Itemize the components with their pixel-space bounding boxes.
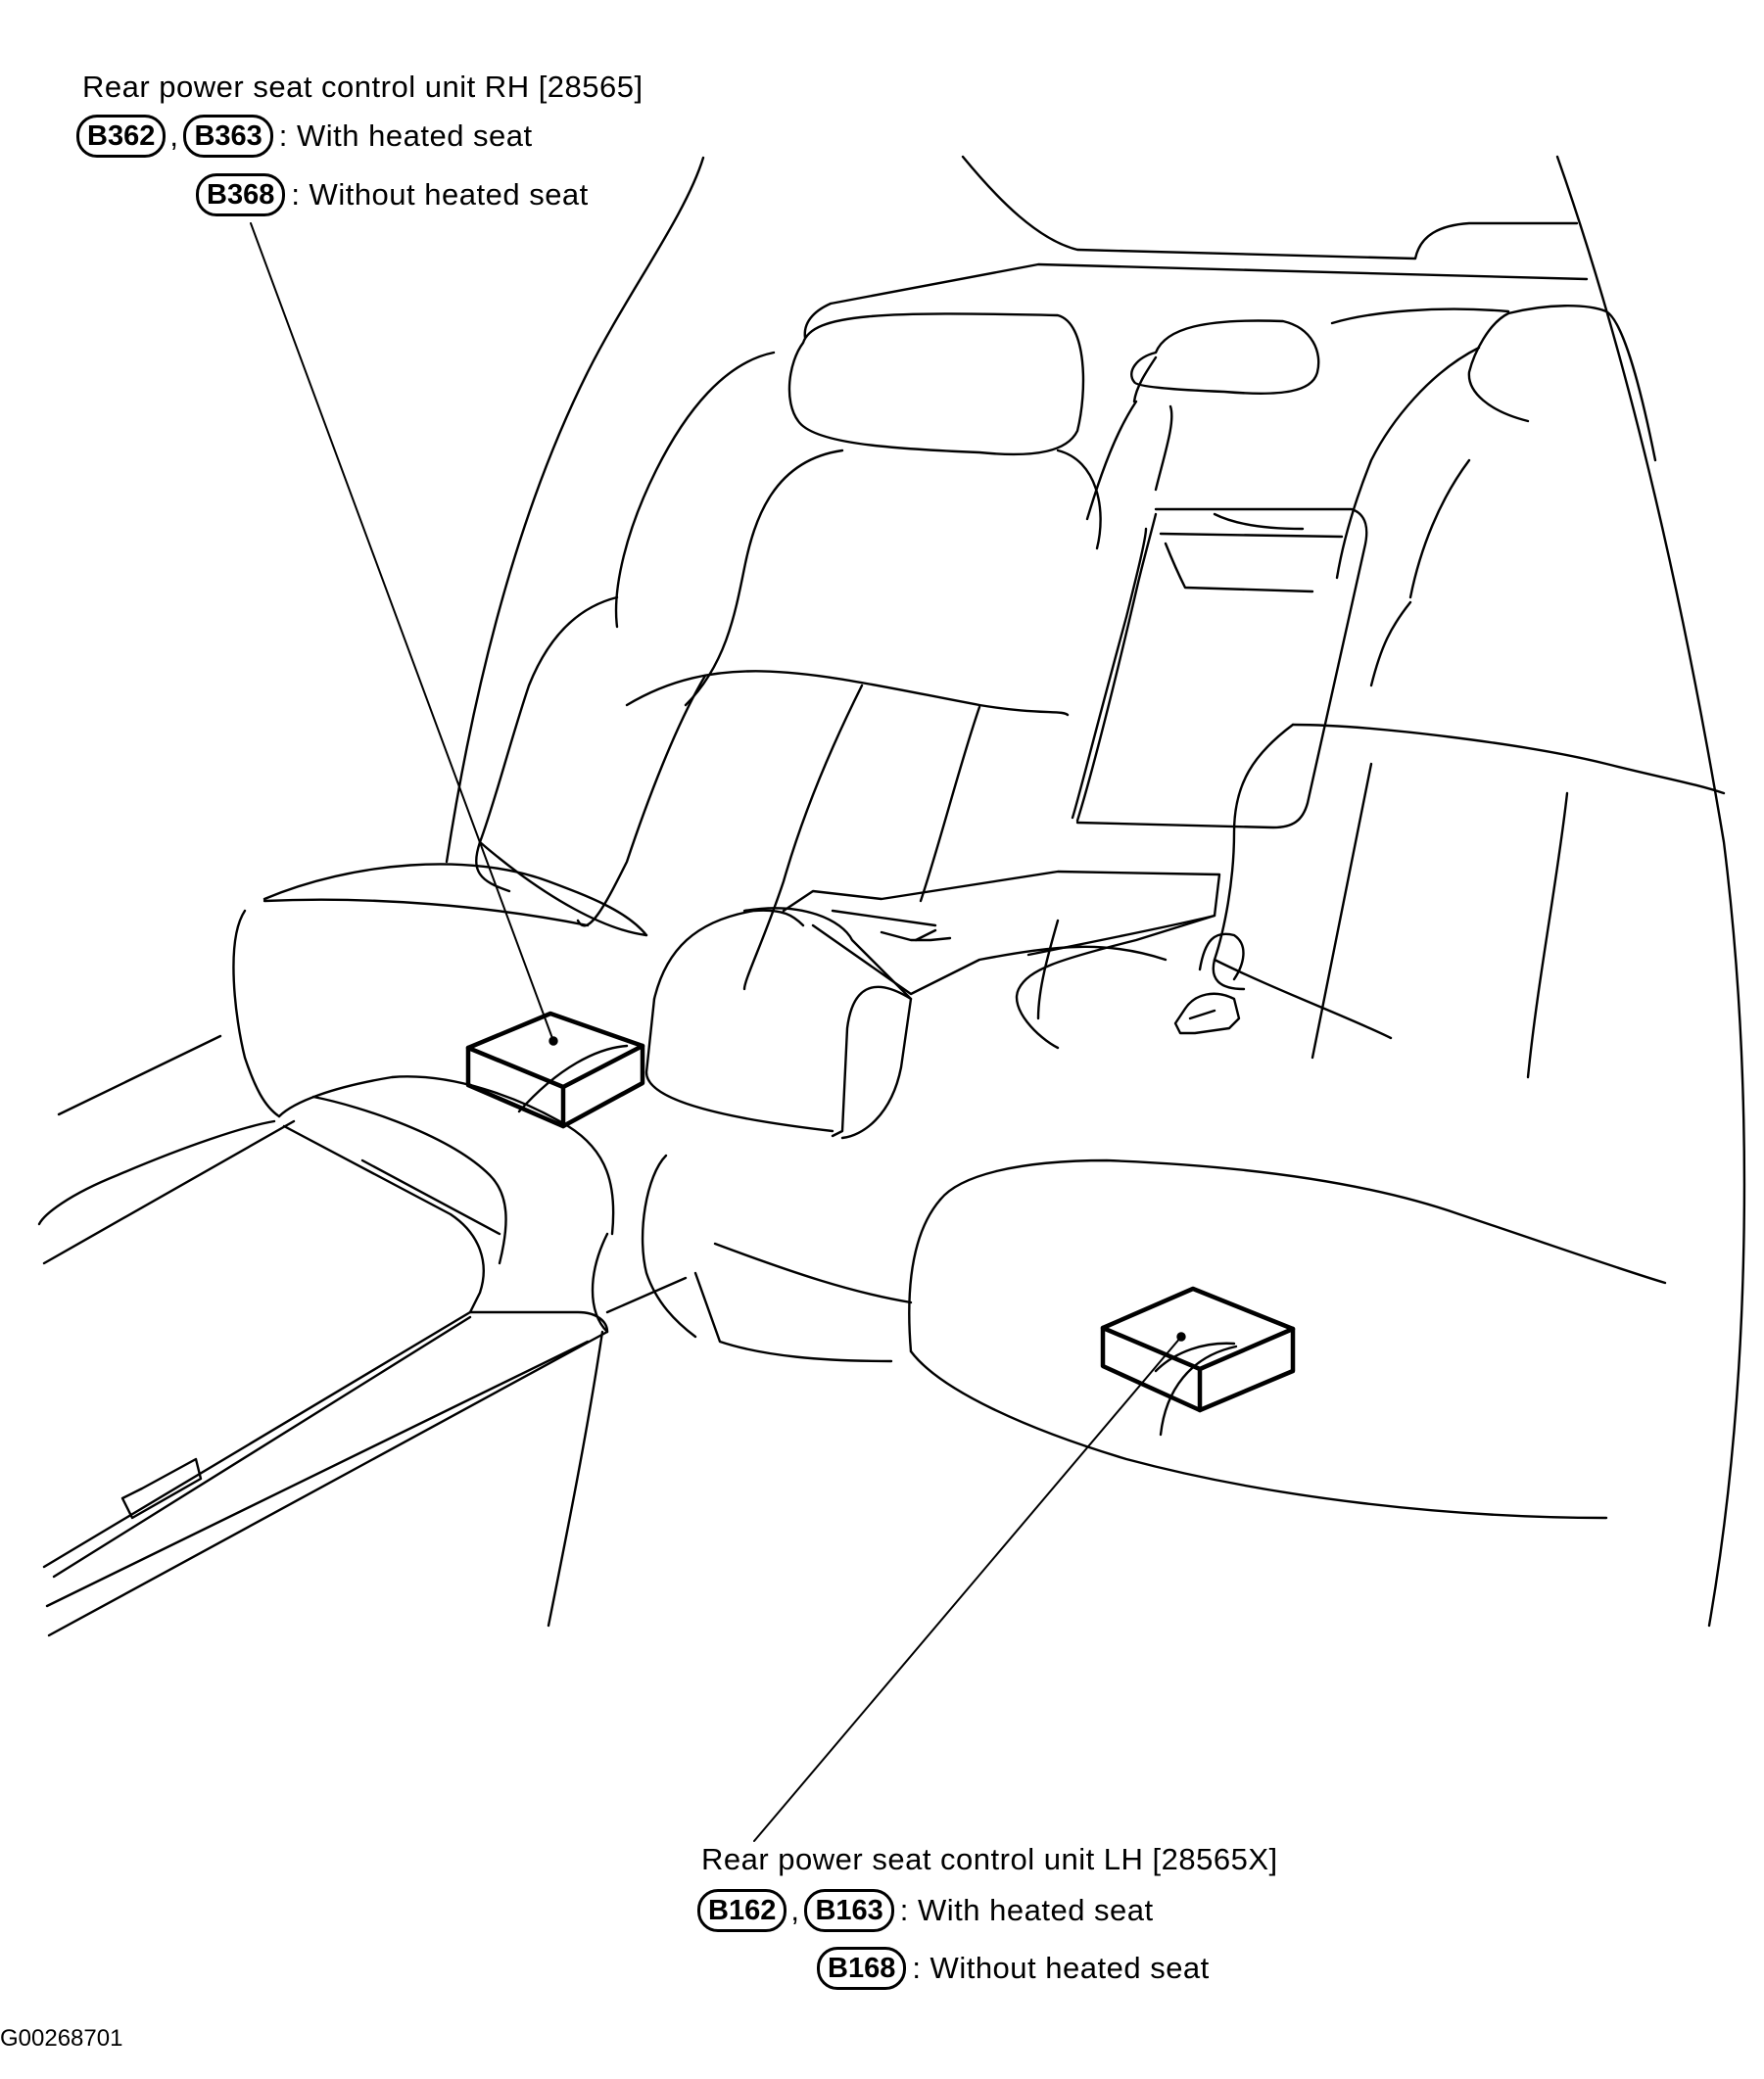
rh-unit-leader-line [250,222,554,1042]
lh-control-unit-box [1100,1286,1296,1413]
lh-unit-leader-dot [1176,1332,1186,1342]
center-armrest [641,870,1221,1363]
lh-unheated-connector-row: B168 : Without heated seat [817,1947,1210,1990]
connector-badge-b163: B163 [804,1889,894,1932]
lh-unheated-description: : Without heated seat [912,1951,1210,1985]
cabin-outline [42,155,1746,1628]
connector-badge-b368: B368 [196,173,286,216]
trunk-pass-through [1071,507,1368,829]
connector-separator: , [790,1893,800,1927]
rh-unit-harness [517,1044,629,1113]
rh-unit-leader-dot [548,1036,558,1046]
seat-back-left [475,312,1102,991]
seat-cushion-left [232,863,648,1118]
connector-badge-b362: B362 [76,115,167,158]
lh-unit-title: Rear power seat control unit LH [28565X] [701,1842,1278,1876]
lh-heated-connectors-row: B162 , B163 : With heated seat [697,1889,1154,1932]
seat-cushion-right [908,1158,1667,1520]
connector-badge-b162: B162 [697,1889,787,1932]
center-headrest [1085,307,1510,521]
rh-control-unit-box [465,1011,645,1129]
lh-unit-leader-line [753,1336,1182,1842]
connector-badge-b363: B363 [183,115,273,158]
lh-unit-harness [1159,1345,1238,1437]
rh-unit-title: Rear power seat control unit RH [28565] [82,70,644,104]
rh-unheated-connector-row: B368 : Without heated seat [196,173,589,216]
lh-heated-description: : With heated seat [899,1893,1154,1927]
connector-separator: , [169,118,179,153]
front-armrest [37,1075,688,1637]
rh-heated-connectors-row: B362 , B363 : With heated seat [76,115,533,158]
seat-belt-buckle [1173,932,1245,1035]
connector-badge-b168: B168 [817,1947,907,1990]
seat-back-right [1212,305,1726,1079]
rh-unheated-description: : Without heated seat [291,177,589,212]
figure-code: G00268701 [0,2025,123,2052]
rh-heated-description: : With heated seat [278,118,533,153]
